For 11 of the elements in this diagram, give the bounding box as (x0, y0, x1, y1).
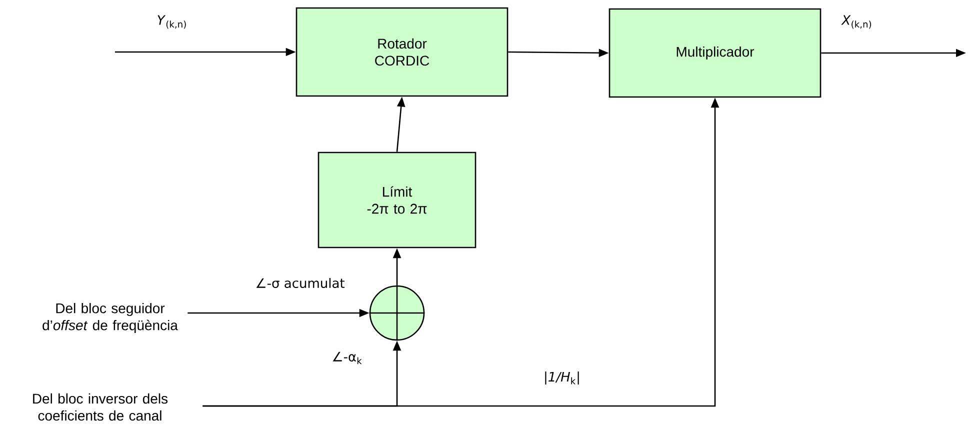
process-box: Rotador CORDIC (296, 7, 508, 97)
process-box: Límit -2π to 2π (318, 152, 476, 248)
edge-label: |1/H$_{k}$| (545, 372, 579, 385)
edge-label: ∠-σ acumulat (256, 278, 345, 288)
edge-label: Y$_{(k,n)}$ (158, 15, 186, 29)
source-text: Del bloc seguidor d’offset de freqüència (42, 302, 178, 334)
source-text: Del bloc inversor dels coeficients de canal (33, 393, 168, 421)
edge-label: ∠-α$_{k}$ (332, 352, 362, 364)
summing-junction (369, 285, 425, 341)
edge-label: X$_{(k,n)}$ (841, 15, 872, 29)
process-box: Multiplicador (608, 8, 822, 98)
